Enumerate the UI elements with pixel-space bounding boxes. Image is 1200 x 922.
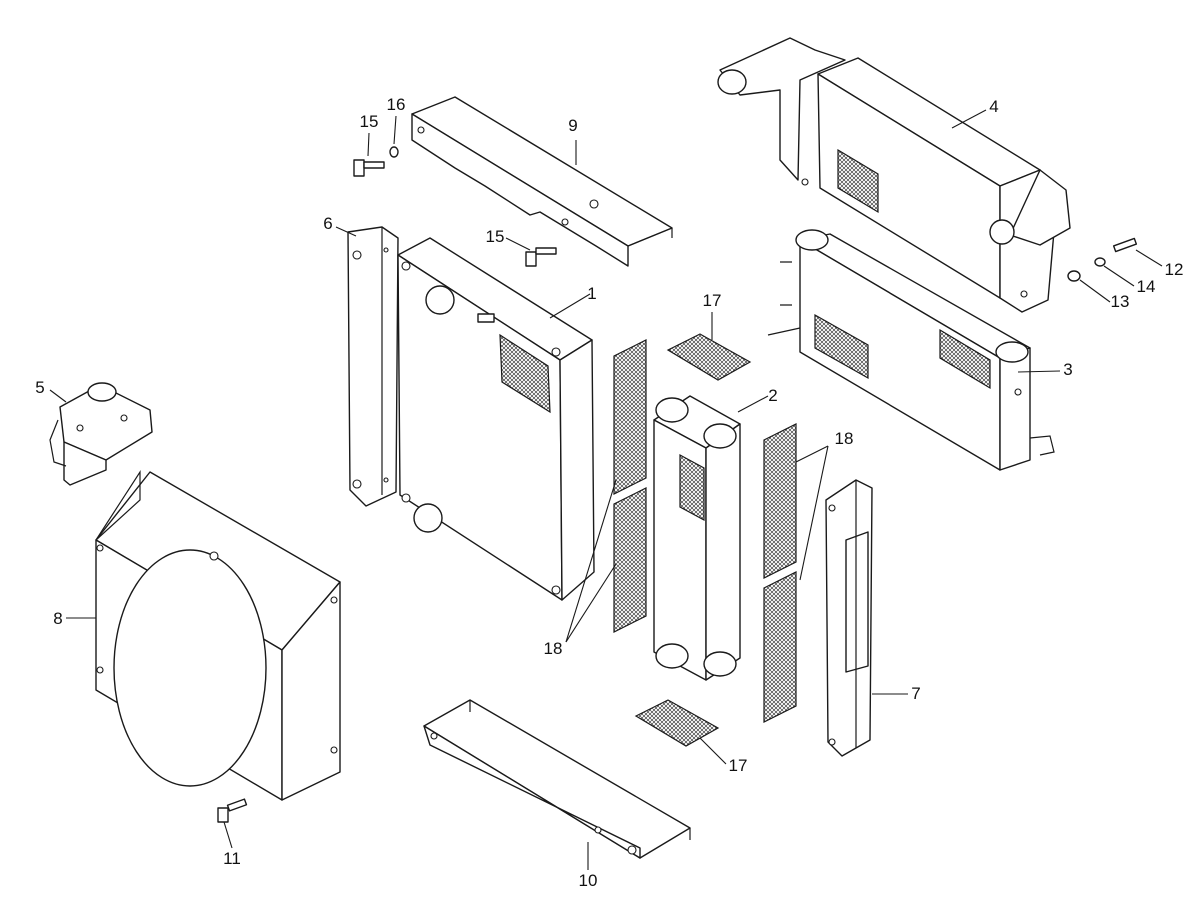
right-side-bracket (825, 479, 873, 757)
callout-label-15: 15 (360, 112, 379, 131)
bolt-15-upper (353, 146, 399, 177)
callout-label-12: 12 (1165, 260, 1184, 279)
intercooler (717, 37, 1071, 313)
fan-shroud (95, 469, 341, 801)
top-bracket (411, 96, 673, 267)
callout-label-7: 7 (911, 684, 920, 703)
reservoir-tank (49, 382, 153, 486)
callout-label-3: 3 (1063, 360, 1072, 379)
bolt-11 (217, 798, 248, 823)
callout-label-13: 13 (1111, 292, 1130, 311)
cooler-core (653, 395, 741, 681)
callout-label-4: 4 (989, 97, 998, 116)
callout-label-15: 15 (486, 227, 505, 246)
callout-label-10: 10 (579, 871, 598, 890)
callout-label-17: 17 (703, 291, 722, 310)
oil-cooler (767, 229, 1055, 471)
bottom-bracket (423, 699, 691, 859)
callout-label-16: 16 (387, 95, 406, 114)
callout-label-14: 14 (1137, 277, 1156, 296)
callout-label-2: 2 (768, 386, 777, 405)
callout-label-1: 1 (587, 284, 596, 303)
callout-label-5: 5 (35, 378, 44, 397)
callout-label-6: 6 (323, 214, 332, 233)
callout-label-11: 11 (223, 849, 241, 868)
left-side-plate (347, 226, 399, 507)
leader-lines (49, 109, 1163, 870)
gasket-top (666, 333, 752, 381)
callout-label-17: 17 (729, 756, 748, 775)
gasket-bottom (634, 699, 720, 747)
callout-label-8: 8 (53, 609, 62, 628)
callout-label-9: 9 (568, 116, 577, 135)
bolt-12-washers (1067, 237, 1138, 282)
mesh-screen-right (763, 423, 797, 723)
radiator (397, 237, 595, 601)
mesh-screen-left (613, 339, 647, 633)
callout-label-18: 18 (544, 639, 563, 658)
callout-label-18: 18 (835, 429, 854, 448)
bolt-15-lower (525, 247, 557, 267)
